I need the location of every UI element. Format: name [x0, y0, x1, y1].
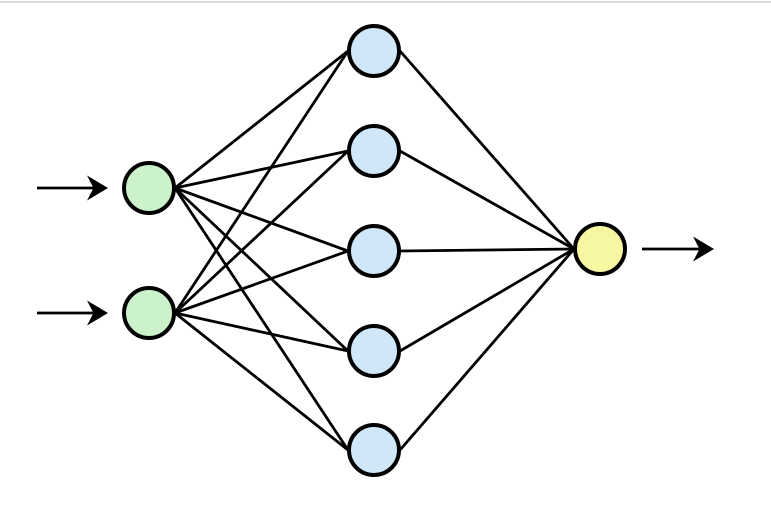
edge-input-1-to-hidden-5 — [173, 187, 350, 451]
hidden-node-hidden-4 — [347, 324, 401, 378]
input-arrow-1-head-icon — [87, 175, 108, 201]
edge-input-2-to-hidden-2 — [174, 149, 349, 315]
edge-hidden-5-to-output-1 — [398, 248, 576, 451]
edge-input-2-to-hidden-5 — [174, 311, 349, 452]
hidden-node-hidden-1 — [347, 24, 401, 78]
edge-input-1-to-hidden-2 — [174, 149, 349, 190]
edge-input-2-to-hidden-3 — [174, 249, 349, 315]
input-node-input-2 — [122, 286, 176, 340]
hidden-node-hidden-5 — [347, 423, 401, 477]
hidden-node-hidden-3 — [347, 224, 401, 278]
edge-input-1-to-hidden-3 — [174, 186, 349, 253]
edge-hidden-2-to-output-1 — [399, 149, 575, 251]
hidden-node-hidden-2 — [347, 124, 401, 178]
edge-hidden-4-to-output-1 — [399, 247, 575, 353]
edge-input-2-to-hidden-4 — [174, 311, 349, 353]
edge-input-2-to-hidden-1 — [173, 50, 350, 314]
edge-hidden-1-to-output-1 — [398, 50, 576, 250]
input-arrow-2-head-icon — [87, 300, 108, 326]
top-border-line — [0, 1, 771, 3]
edge-input-1-to-hidden-4 — [174, 186, 349, 353]
edge-input-1-to-hidden-1 — [174, 49, 349, 190]
output-arrow-1-head-icon — [693, 236, 714, 262]
edge-hidden-3-to-output-1 — [399, 247, 575, 253]
input-node-input-1 — [122, 161, 176, 215]
output-node-output-1 — [573, 222, 627, 276]
